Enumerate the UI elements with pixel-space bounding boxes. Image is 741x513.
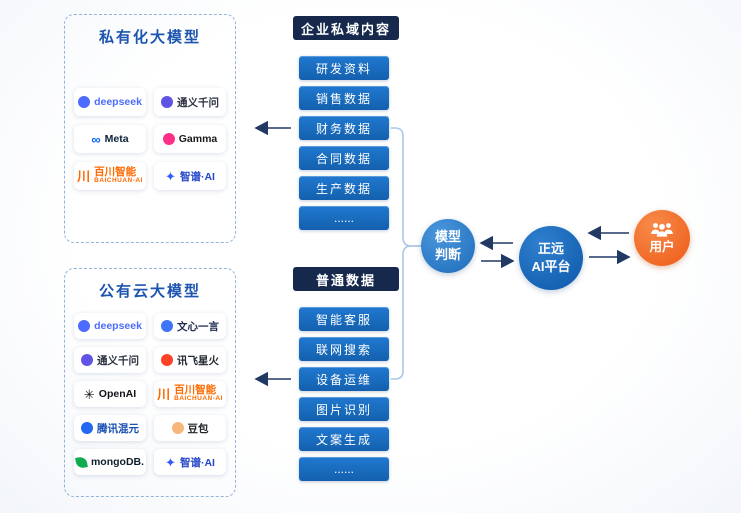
logo-sublabel: BAICHUAN-AI: [94, 177, 143, 185]
logo-label: mongoDB.: [90, 456, 145, 468]
logo-chip-gamma: Gamma: [154, 125, 226, 153]
zhipu-ai-icon: ✦: [165, 168, 176, 184]
platform-label-line2: AI平台: [531, 259, 571, 274]
logo-label: 智谱·AI: [179, 456, 215, 469]
logo-label: 百川智能: [94, 166, 137, 179]
logo-sublabel: BAICHUAN-AI: [174, 395, 223, 403]
mongodb-icon: [75, 455, 88, 469]
tongyi-qianwen-icon: [161, 96, 173, 108]
xunfei-xinghuo-icon: [161, 354, 173, 366]
wenxin-yiyan-icon: [161, 320, 173, 332]
ordinary-data-header: 普通数据: [293, 267, 399, 291]
logo-label: 文心一言: [177, 320, 219, 333]
private-models-group: 私有化大模型 deepseek 通义千问 ∞ Meta Gamma 川 百川: [64, 14, 236, 243]
user-label: 用户: [649, 240, 675, 254]
public-models-group: 公有云大模型 deepseek 文心一言 通义千问 讯飞星火 ✳ OpenAI: [64, 268, 236, 497]
logo-chip-openai: ✳ OpenAI: [74, 381, 146, 407]
data-item-web-search: 联网搜索: [299, 337, 389, 361]
logo-chip-xinghuo: 讯飞星火: [154, 347, 226, 373]
data-item-customer-service: 智能客服: [299, 307, 389, 331]
logo-label: 通义千问: [97, 354, 139, 367]
logo-chip-tongyi: 通义千问: [154, 88, 226, 116]
logo-chip-baichuan: 川 百川智能 BAICHUAN-AI: [154, 381, 226, 407]
baichuan-icon: 川: [157, 386, 171, 402]
logo-label-stack: 百川智能 BAICHUAN-AI: [94, 167, 143, 185]
data-item-finance: 财务数据: [299, 116, 389, 140]
logo-label-stack: 百川智能 BAICHUAN-AI: [174, 385, 223, 403]
deepseek-icon: [78, 96, 91, 108]
tongyi-qianwen-icon: [81, 354, 93, 366]
data-item-image-recognition: 图片识别: [299, 397, 389, 421]
logo-chip-meta: ∞ Meta: [74, 125, 146, 153]
private-content-header: 企业私域内容: [293, 16, 399, 40]
logo-chip-deepseek: deepseek: [74, 313, 146, 339]
logo-chip-wenxin: 文心一言: [154, 313, 226, 339]
private-models-grid: deepseek 通义千问 ∞ Meta Gamma 川 百川智能 BAICHU…: [65, 88, 235, 190]
logo-label: 豆包: [187, 422, 209, 435]
public-models-grid: deepseek 文心一言 通义千问 讯飞星火 ✳ OpenAI 川 百: [65, 313, 235, 475]
judge-label-line1: 模型: [434, 229, 461, 245]
public-models-title: 公有云大模型: [98, 283, 201, 300]
data-item-production: 生产数据: [299, 176, 389, 200]
logo-label: 百川智能: [174, 384, 217, 397]
data-item-rd: 研发资料: [299, 56, 389, 80]
logo-label: Meta: [104, 133, 129, 145]
data-item-ellipsis: ......: [299, 457, 389, 481]
meta-icon: ∞: [91, 131, 101, 147]
logo-label: OpenAI: [98, 388, 137, 400]
logo-label: 通义千问: [177, 96, 219, 109]
platform-label-line1: 正远: [537, 240, 564, 256]
doubao-icon: [171, 422, 184, 434]
data-item-device-ops: 设备运维: [299, 367, 389, 391]
logo-label: Gamma: [178, 133, 218, 145]
logo-chip-baichuan: 川 百川智能 BAICHUAN-AI: [74, 162, 146, 190]
logo-chip-tongyi: 通义千问: [74, 347, 146, 373]
deepseek-icon: [78, 320, 91, 332]
logo-chip-deepseek: deepseek: [74, 88, 146, 116]
logo-label: 智谱·AI: [179, 170, 215, 183]
data-item-ellipsis: ......: [299, 206, 389, 230]
data-item-copywriting: 文案生成: [299, 427, 389, 451]
tencent-hunyuan-icon: [81, 422, 93, 434]
logo-label: deepseek: [94, 320, 142, 332]
users-icon: [651, 223, 673, 237]
data-item-contract: 合同数据: [299, 146, 389, 170]
logo-label: 腾讯混元: [97, 422, 139, 435]
logo-chip-mongodb: mongoDB.: [74, 449, 146, 475]
openai-icon: ✳: [83, 386, 95, 402]
ai-platform-node: 正远 AI平台: [519, 226, 583, 290]
logo-label: 讯飞星火: [177, 354, 219, 367]
logo-chip-hunyuan: 腾讯混元: [74, 415, 146, 441]
logo-chip-zhipu: ✦ 智谱·AI: [154, 449, 226, 475]
baichuan-icon: 川: [77, 168, 91, 184]
user-node: 用户: [634, 210, 690, 266]
data-item-sales: 销售数据: [299, 86, 389, 110]
logo-chip-doubao: 豆包: [154, 415, 226, 441]
gamma-icon: [162, 133, 175, 145]
logo-chip-zhipu: ✦ 智谱·AI: [154, 162, 226, 190]
private-models-title: 私有化大模型: [98, 29, 201, 46]
logo-label: deepseek: [94, 96, 142, 108]
zhipu-ai-icon: ✦: [165, 454, 176, 470]
judge-label-line2: 判断: [434, 247, 461, 262]
model-judge-node: 模型 判断: [421, 219, 475, 273]
